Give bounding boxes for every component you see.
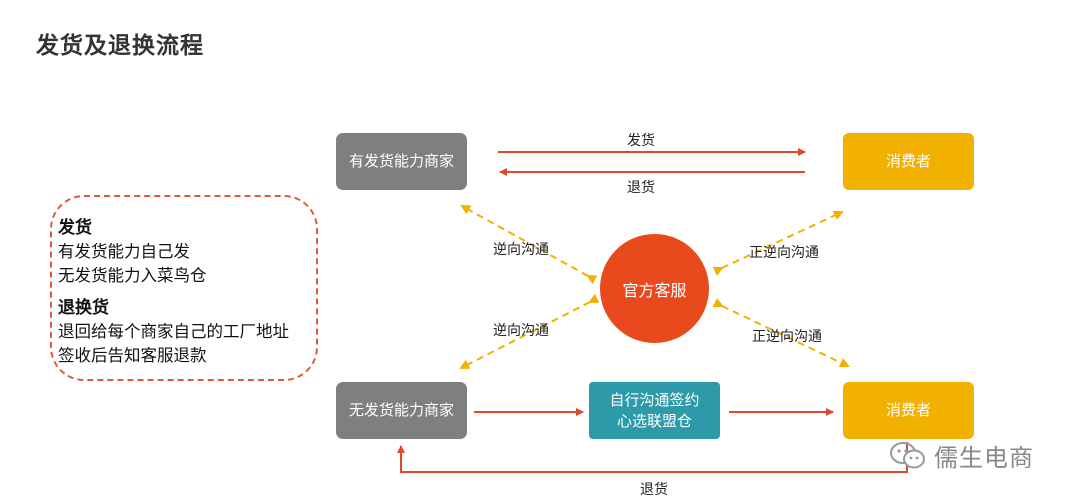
merchant-incapable-label: 无发货能力商家 bbox=[348, 401, 454, 420]
wechat-icon bbox=[890, 441, 925, 468]
info-panel bbox=[50, 195, 318, 381]
info-ship-line2: 无发货能力入菜鸟仓 bbox=[58, 266, 207, 285]
reverse-comm-top-label: 逆向沟通 bbox=[493, 242, 549, 258]
consumer-top-label: 消费者 bbox=[885, 152, 931, 171]
forward-reverse-top-label: 正逆向沟通 bbox=[749, 245, 819, 261]
merchant-capable-label: 有发货能力商家 bbox=[348, 152, 454, 171]
consumer-bottom-label: 消费者 bbox=[885, 401, 931, 420]
ship-label: 发货 bbox=[627, 133, 655, 149]
info-return-line1: 退回给每个商家自己的工厂地址 bbox=[58, 322, 289, 341]
forward-reverse-top-arrow bbox=[712, 210, 844, 276]
reverse-comm-bottom-label: 逆向沟通 bbox=[493, 323, 549, 339]
official-service-node: 官方客服 bbox=[600, 234, 709, 343]
partner-line1: 自行沟通签约 bbox=[609, 391, 700, 410]
info-return-line2: 签收后告知客服退款 bbox=[58, 346, 207, 365]
page-title: 发货及退换流程 bbox=[36, 33, 204, 59]
return-bottom-label: 退货 bbox=[640, 482, 668, 498]
official-service-label: 官方客服 bbox=[622, 280, 687, 300]
watermark: 儒生电商 bbox=[888, 438, 1034, 473]
return-top-label: 退货 bbox=[627, 180, 655, 196]
reverse-comm-bottom-arrow bbox=[459, 293, 600, 369]
partner-line2: 心选联盟仓 bbox=[616, 411, 692, 430]
consumer-top-node: 消费者 bbox=[843, 133, 974, 190]
partner-warehouse-node: 自行沟通签约 心选联盟仓 bbox=[589, 382, 720, 439]
info-return-heading: 退换货 bbox=[58, 298, 109, 318]
merchant-incapable-node: 无发货能力商家 bbox=[336, 382, 467, 439]
return-arrow-bottom bbox=[397, 442, 908, 473]
forward-reverse-bottom-label: 正逆向沟通 bbox=[752, 329, 822, 345]
info-ship-line1: 有发货能力自己发 bbox=[58, 242, 190, 261]
consumer-bottom-node: 消费者 bbox=[843, 382, 974, 439]
reverse-comm-top-arrow bbox=[460, 205, 598, 285]
watermark-text: 儒生电商 bbox=[934, 444, 1034, 472]
info-text: 发货 有发货能力自己发 无发货能力入菜鸟仓 退换货 退回给每个商家自己的工厂地址… bbox=[58, 216, 289, 368]
info-ship-heading: 发货 bbox=[58, 218, 92, 238]
merchant-capable-node: 有发货能力商家 bbox=[336, 133, 467, 190]
